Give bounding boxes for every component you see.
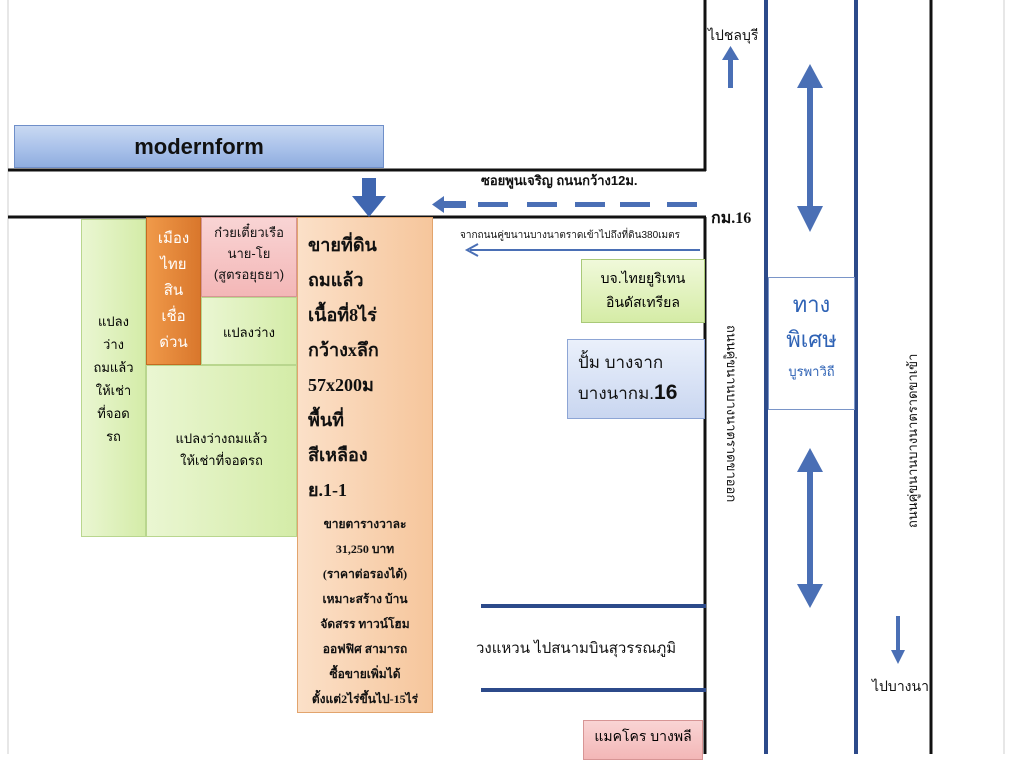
orange-lot-line: ด่วน	[159, 334, 188, 351]
orange-lot-line: เชื่อ	[161, 308, 186, 325]
special-line-2: พิเศษ	[786, 327, 837, 352]
sale-body-line: เหมาะสร้าง บ้าน	[322, 592, 408, 606]
special-line-3: บูรพาวิถี	[788, 364, 835, 379]
pump-km-number: 16	[654, 381, 678, 404]
left-lot-line: แปลง	[98, 314, 129, 329]
outbound-frontage-road-label: ถนนคู่ขนานบางนาตราดขาออก	[724, 325, 739, 503]
sale-head-line: ถมแล้ว	[308, 270, 364, 290]
soi-name-label: ซอยพูนเจริญ ถนนกว้าง12ม.	[481, 173, 638, 188]
modernform-down-arrow	[352, 178, 386, 217]
noodle-shop-lot: ก๋วยเตี๋ยวเรือ นาย-โย (สูตรอยุธยา)	[201, 217, 297, 297]
orange-lot-line: เมือง	[157, 230, 190, 247]
vacant-lot-small-label: แปลงว่าง	[223, 325, 275, 340]
sale-head-line: ย.1-1	[308, 480, 348, 500]
thai-urethane-company: บจ.ไทยยูริเทน อินดัสเทรียล	[581, 259, 705, 323]
highway-arrow-upper	[797, 64, 823, 232]
inbound-frontage-road-label: ถนนคู่ขนานบางนาตราดขาเข้า	[905, 353, 920, 528]
sale-head-line: 57x200ม	[308, 375, 374, 395]
to-chonburi-label: ไปชลบุรี	[708, 27, 759, 43]
orange-lot-line: ไทย	[160, 256, 187, 273]
soi-direction-arrows	[432, 196, 697, 213]
vacant-parking-lot-left: แปลง ว่าง ถมแล้ว ให้เช่า ที่จอด รถ	[81, 219, 146, 537]
pump-line-2: บางนากม.	[578, 384, 655, 403]
bangchak-gas-station: ปั้ม บางจาก บางนากม.16	[567, 339, 705, 419]
left-lot-line: ว่าง	[103, 337, 124, 352]
sale-body-line: (ราคาต่อรองได้)	[322, 567, 408, 581]
land-for-sale-lot: ขายที่ดิน ถมแล้ว เนื้อที่8ไร่ กว้างxลึก …	[297, 217, 433, 713]
ring-road-label: วงแหวน ไปสนามบินสุวรรณภูมิ	[476, 640, 677, 657]
sale-head-line: สีเหลือง	[308, 445, 368, 465]
noodle-lot-line: ก๋วยเตี๋ยวเรือ	[214, 225, 284, 240]
sale-body-line: ตั้งแต่2ไร่ขึ้นไป-15ไร่	[311, 692, 419, 706]
sale-body-line: ออฟฟิศ สามารถ	[322, 642, 408, 656]
noodle-lot-line: (สูตรอยุธยา)	[213, 267, 285, 282]
makro-bangphli: แมคโคร บางพลี	[583, 720, 703, 760]
special-line-1: ทาง	[792, 292, 831, 317]
left-lot-line: ให้เช่า	[95, 383, 132, 398]
company-line: อินดัสเทรียล	[606, 294, 680, 310]
noodle-lot-line: นาย-โย	[227, 246, 271, 261]
left-lot-line: ที่จอด	[97, 406, 130, 421]
vacant-parking-lot-middle: แปลงว่างถมแล้ว ให้เช่าที่จอดรถ	[146, 365, 297, 537]
vacant-lot-small: แปลงว่าง	[201, 297, 297, 365]
orange-lot-line: สิน	[163, 282, 184, 299]
sale-body-line: จัดสรร ทาวน์โฮม	[320, 617, 410, 631]
sale-head-line: ขายที่ดิน	[308, 235, 377, 255]
mueang-thai-sinchua-lot: เมือง ไทย สิน เชื่อ ด่วน	[146, 217, 201, 365]
sale-body-line: 31,250 บาท	[335, 542, 395, 556]
to-bangna-arrow	[891, 616, 905, 664]
pump-line-1: ปั้ม บางจาก	[578, 353, 664, 372]
to-chonburi-arrow	[722, 46, 739, 88]
to-bangna-label: ไปบางนา	[872, 678, 929, 694]
sale-head-line: กว้างxลึก	[308, 340, 379, 360]
sale-body-line: ซื้อขายเพิ่มได้	[329, 667, 401, 681]
access-distance-label: จากถนนคู่ขนานบางนาตราดเข้าไปถึงที่ดิน380…	[460, 230, 681, 241]
sale-head-line: พื้นที่	[308, 410, 345, 430]
sale-body-line: ขายตารางวาละ	[323, 517, 407, 531]
modernform-building: modernform	[14, 125, 384, 168]
mid-lot-line: ให้เช่าที่จอดรถ	[180, 453, 263, 468]
burapha-withi-expressway: ทาง พิเศษ บูรพาวิถี	[768, 277, 855, 410]
left-lot-line: ถมแล้ว	[93, 360, 134, 375]
left-lot-line: รถ	[106, 429, 121, 444]
company-line: บจ.ไทยยูริเทน	[600, 270, 686, 286]
sale-head-line: เนื้อที่8ไร่	[308, 305, 377, 325]
highway-arrow-lower	[797, 448, 823, 608]
access-road-arrow	[464, 243, 700, 257]
mid-lot-line: แปลงว่างถมแล้ว	[175, 431, 268, 446]
km16-label: กม.16	[711, 210, 752, 227]
